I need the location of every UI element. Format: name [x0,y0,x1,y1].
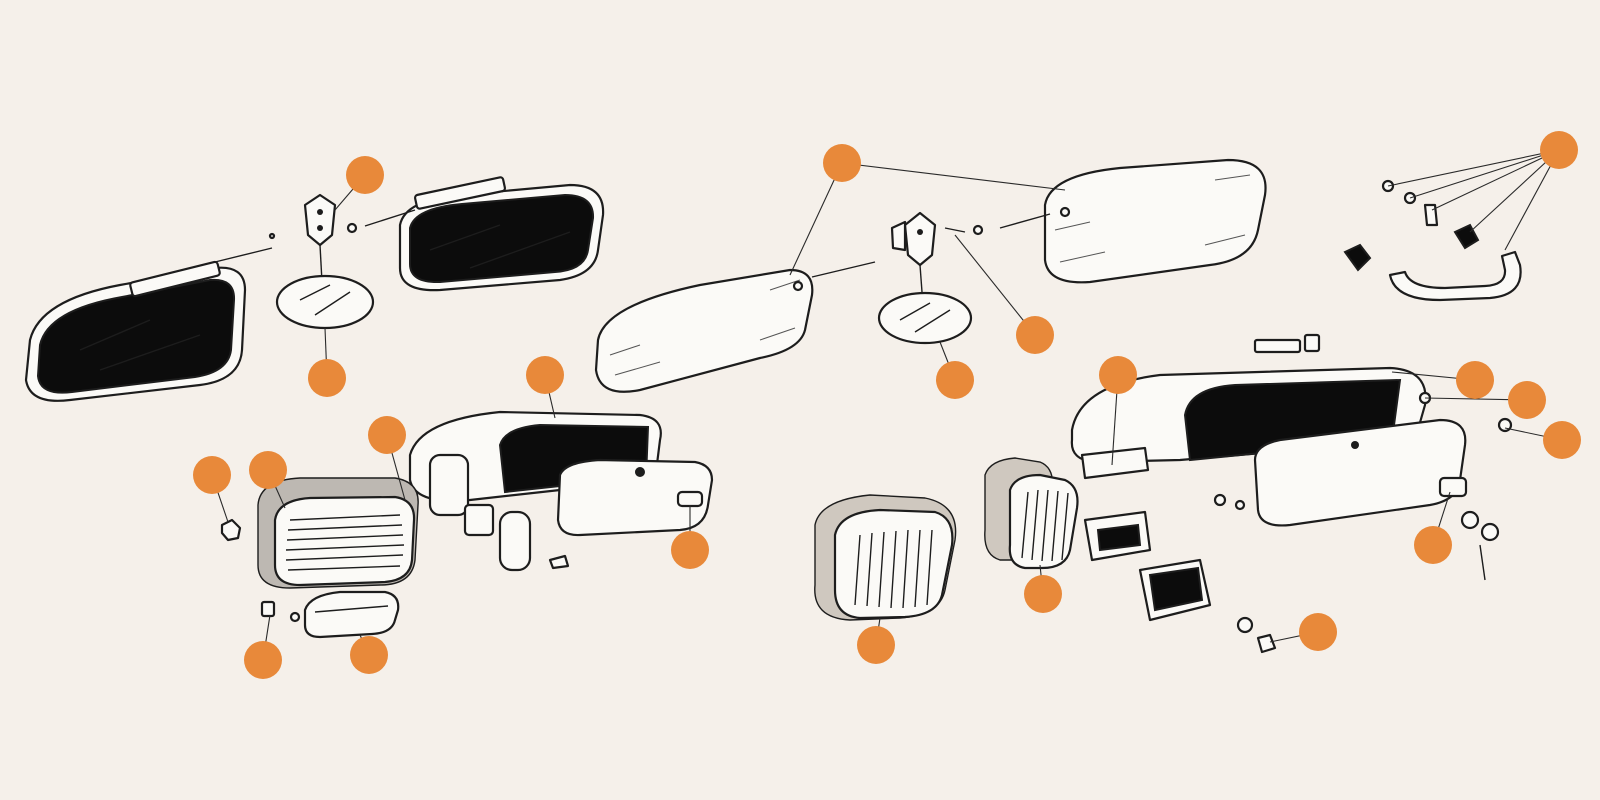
left-speaker-grille [220,477,419,589]
right-speaker-grilles [814,457,1079,621]
left-small-parts [260,590,400,639]
callout-marker-1[interactable] [346,156,384,194]
right-box-parts [1083,391,1513,654]
callout-marker-4[interactable] [1016,316,1054,354]
grab-handle [1343,179,1522,302]
callout-marker-19[interactable] [1024,575,1062,613]
callout-marker-14[interactable] [1099,356,1137,394]
rear-view-mirror-left [268,193,375,330]
callout-marker-13[interactable] [350,636,388,674]
callout-marker-12[interactable] [244,641,282,679]
callout-marker-11[interactable] [671,531,709,569]
callout-marker-8[interactable] [368,416,406,454]
callout-marker-17[interactable] [1543,421,1581,459]
callout-marker-7[interactable] [526,356,564,394]
center-right-sun-visor [999,158,1267,284]
callout-marker-10[interactable] [193,456,231,494]
callouts [193,131,1581,679]
callout-marker-15[interactable] [1456,361,1494,399]
left-sun-visor [24,247,273,402]
right-dash-assembly [1070,333,1467,527]
lock-and-keys [1438,476,1500,581]
callout-marker-3[interactable] [823,144,861,182]
callout-marker-16[interactable] [1508,381,1546,419]
callout-marker-5[interactable] [936,361,974,399]
center-left-sun-visor [594,261,876,393]
callout-marker-21[interactable] [1299,613,1337,651]
rear-view-mirror-center [877,211,984,345]
callout-marker-6[interactable] [1540,131,1578,169]
callout-marker-9[interactable] [249,451,287,489]
callout-marker-20[interactable] [857,626,895,664]
leader-lines [211,149,1563,661]
right-sun-visor [364,176,605,292]
callout-marker-2[interactable] [308,359,346,397]
left-dash-glovebox [408,410,714,572]
callout-marker-18[interactable] [1414,526,1452,564]
